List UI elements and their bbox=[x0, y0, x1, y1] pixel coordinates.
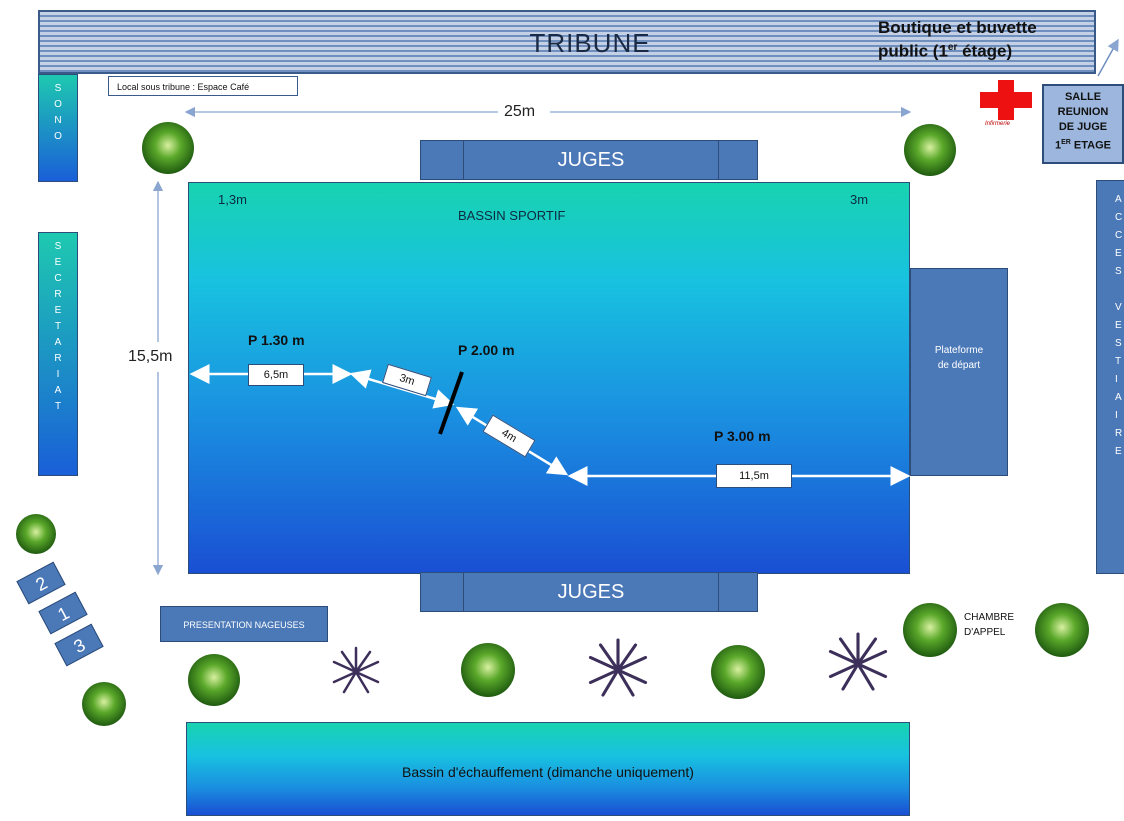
width-dimension-label: 25m bbox=[498, 103, 542, 121]
pool-name: BASSIN SPORTIF bbox=[458, 208, 566, 223]
segment-label-6-5m: 6,5m bbox=[248, 364, 304, 386]
depth-p3: P 3.00 m bbox=[714, 428, 771, 444]
red-cross-icon-vertical bbox=[998, 80, 1014, 120]
infirmerie-label: Infirmerie bbox=[985, 121, 1011, 127]
depth-left: 1,3m bbox=[218, 192, 247, 207]
depth-right: 3m bbox=[850, 192, 869, 207]
tribune-title: TRIBUNE bbox=[529, 28, 651, 58]
tribune bbox=[38, 10, 1096, 74]
upstairs-arrow bbox=[1097, 38, 1119, 77]
depth-break-line bbox=[438, 371, 464, 435]
bush-icon bbox=[16, 122, 1089, 726]
boutique-line2: public (1er étage) bbox=[878, 41, 1013, 61]
bassin-echauffement: Bassin d'échauffement (dimanche uniqueme… bbox=[186, 722, 910, 816]
depth-p1: P 1.30 m bbox=[248, 332, 305, 348]
presentation-nageuses: PRESENTATION NAGEUSES bbox=[160, 606, 328, 642]
boutique-label: Boutique et buvette public (1er étage) bbox=[878, 18, 1098, 62]
spiky-plant-icon bbox=[332, 632, 888, 697]
judges-bottom: JUGES bbox=[420, 572, 758, 612]
boutique-line1: Boutique et buvette bbox=[878, 18, 1037, 37]
judges-bottom-label: JUGES bbox=[463, 573, 719, 611]
segment-label-11-5m: 11,5m bbox=[716, 464, 792, 488]
height-dimension-label: 15,5m bbox=[126, 348, 175, 366]
judges-top-label: JUGES bbox=[463, 141, 719, 179]
judges-top: JUGES bbox=[420, 140, 758, 180]
espace-cafe-label: Local sous tribune : Espace Café bbox=[108, 76, 298, 96]
salle-reunion-juge: SALLE REUNION DE JUGE 1ER ETAGE bbox=[1042, 84, 1124, 164]
depth-p2: P 2.00 m bbox=[458, 342, 515, 358]
